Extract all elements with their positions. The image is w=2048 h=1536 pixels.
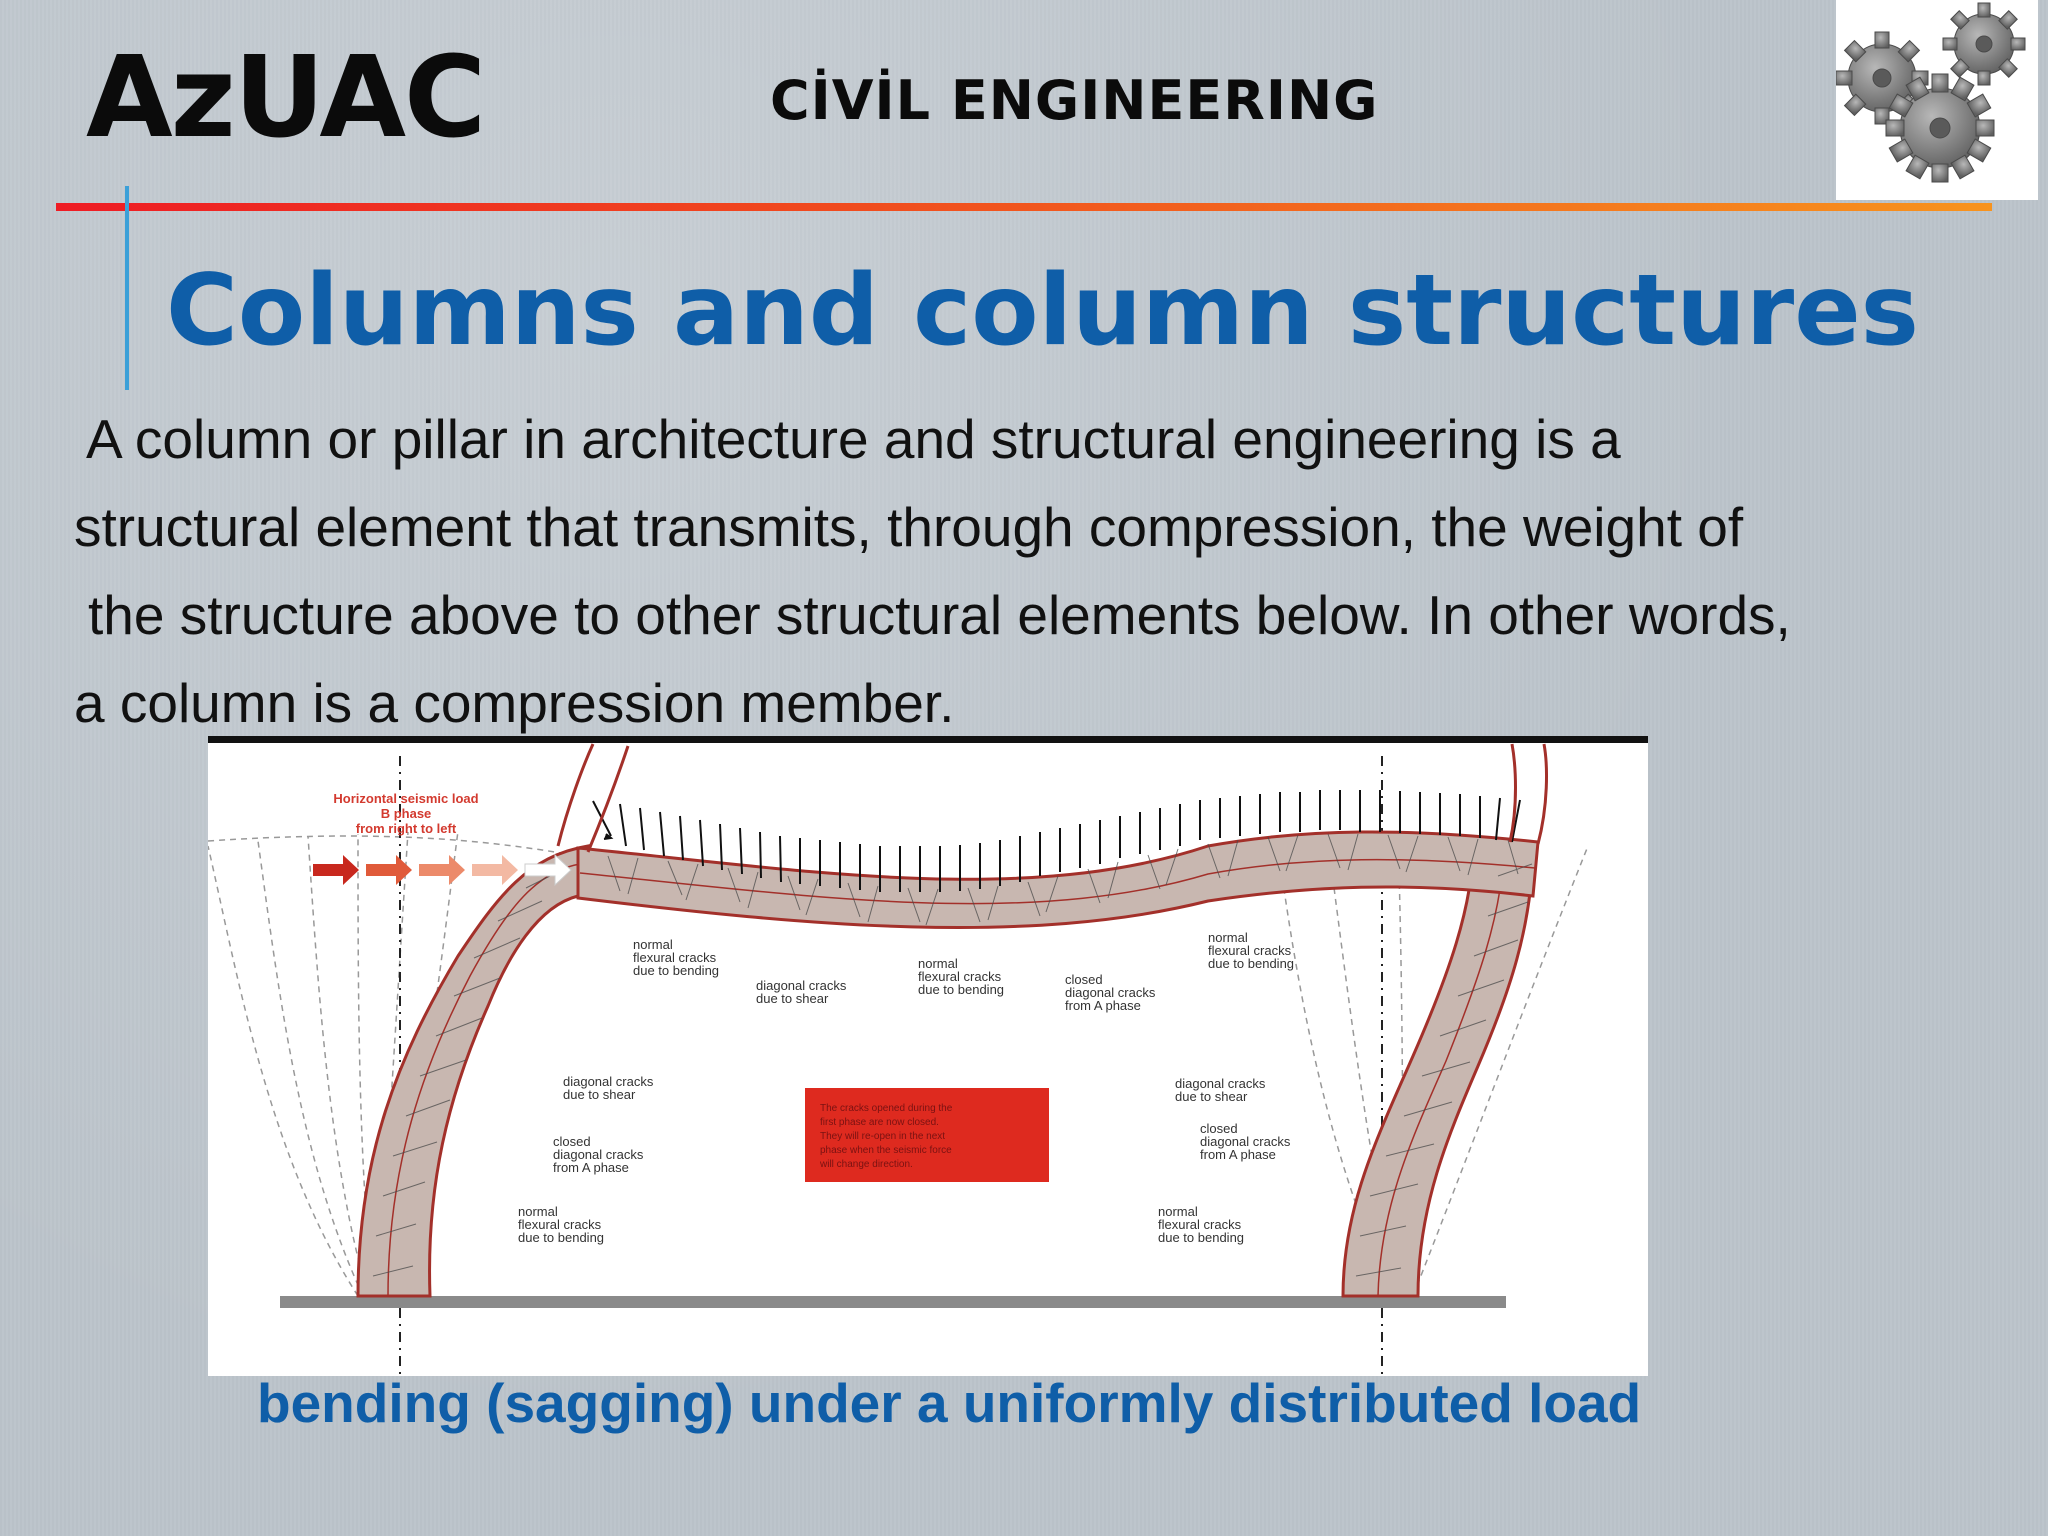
title-accent-bar — [125, 186, 129, 390]
figure-label-text: due to shear — [1175, 1089, 1248, 1104]
figure-label-text: diagonal cracks — [1175, 1076, 1266, 1091]
figure-label-text: diagonal cracks — [756, 978, 847, 993]
figure-top-border — [208, 736, 1648, 743]
figure-label-text: diagonal cracks — [553, 1147, 644, 1162]
figure-label-text: closed — [1065, 972, 1103, 987]
gears-icon — [1836, 0, 2038, 200]
figure-label-text: flexural cracks — [1208, 943, 1292, 958]
figure-label-text: due to shear — [756, 991, 829, 1006]
figure-label-text: from A phase — [1200, 1147, 1276, 1162]
figure-label-text: due to bending — [633, 963, 719, 978]
figure-label-text: due to bending — [518, 1230, 604, 1245]
figure-label-text: diagonal cracks — [1200, 1134, 1291, 1149]
seismic-label-line-1: Horizontal seismic load — [333, 791, 478, 806]
figure-label-text: normal — [1158, 1204, 1198, 1219]
header-divider — [56, 203, 1992, 211]
figure-label-text: The cracks opened during the — [820, 1103, 953, 1114]
left-column — [356, 844, 590, 1298]
figure-label-text: from A phase — [553, 1160, 629, 1175]
figure-label-text: due to bending — [918, 982, 1004, 997]
frame-diagram-image: Horizontal seismic load B phase from rig… — [208, 736, 1648, 1376]
department-heading: CİVİL ENGINEERING — [770, 69, 1379, 132]
figure-label-text: normal — [918, 956, 958, 971]
figure-label-text: normal — [633, 937, 673, 952]
beam — [576, 830, 1540, 930]
figure-label-text: They will re-open in the next — [820, 1131, 945, 1142]
figure-caption: bending (sagging) under a uniformly dist… — [257, 1372, 1642, 1434]
body-text-line-3: the structure above to other structural … — [88, 584, 1791, 646]
seismic-label-line-3: from right to left — [356, 821, 457, 836]
figure-label-text: first phase are now closed. — [820, 1117, 939, 1128]
figure-label-text: closed — [553, 1134, 591, 1149]
figure-label-text: flexural cracks — [1158, 1217, 1242, 1232]
figure-label-text: flexural cracks — [918, 969, 1002, 984]
body-text-line-2: structural element that transmits, throu… — [74, 496, 1744, 558]
figure-label-text: phase when the seismic force — [820, 1145, 952, 1156]
figure-label-text: normal — [518, 1204, 558, 1219]
ground-slab — [280, 1296, 1506, 1308]
body-text-line-1: A column or pillar in architecture and s… — [86, 408, 1621, 470]
figure-label-text: diagonal cracks — [563, 1074, 654, 1089]
slide-title: Columns and column structures — [166, 254, 1919, 368]
figure-label-text: diagonal cracks — [1065, 985, 1156, 1000]
figure-label-text: normal — [1208, 930, 1248, 945]
figure-label-text: from A phase — [1065, 998, 1141, 1013]
figure-label-text: flexural cracks — [518, 1217, 602, 1232]
seismic-load-arrows — [313, 853, 572, 887]
figure-label-text: will change direction. — [819, 1159, 913, 1170]
crack-note-box — [805, 1088, 1049, 1182]
body-text-line-4: a column is a compression member. — [74, 672, 955, 734]
figure-label-text: due to bending — [1158, 1230, 1244, 1245]
figure-label-text: closed — [1200, 1121, 1238, 1136]
seismic-label-line-2: B phase — [381, 806, 432, 821]
figure-label-text: due to shear — [563, 1087, 636, 1102]
figure-label-text: due to bending — [1208, 956, 1294, 971]
figure-label-text: flexural cracks — [633, 950, 717, 965]
brand-logo-text: AzUAC — [86, 33, 486, 163]
right-column — [1341, 842, 1535, 1298]
